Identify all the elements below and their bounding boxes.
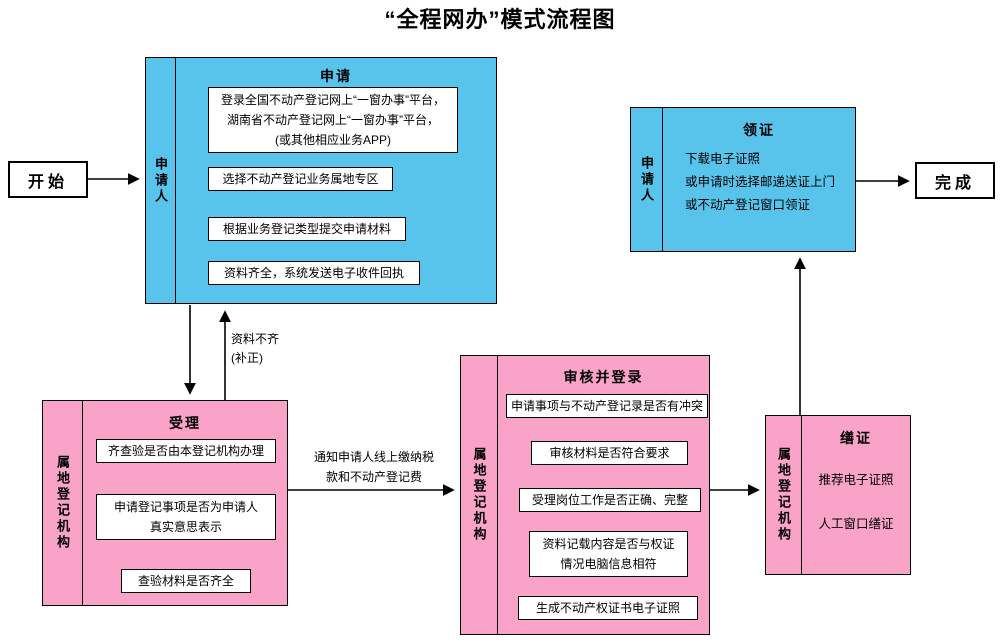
issue-node: 属地登记机构 缮证 推荐电子证照 人工窗口缮证: [765, 415, 911, 575]
receive-side-label: 申请人: [639, 155, 654, 204]
accept-step-materials-complete: 查验材料是否齐全: [121, 569, 251, 593]
apply-title: 申请: [320, 68, 352, 84]
step-line: 查验材料是否齐全: [137, 574, 234, 588]
review-step-acceptance-correct: 受理岗位工作是否正确、完整: [519, 488, 701, 512]
issue-side-label: 属地登记机构: [776, 447, 791, 543]
step-line: 齐查验是否由本登记机构办理: [107, 444, 264, 458]
step-line: 审核材料是否符合要求: [549, 446, 670, 460]
receive-title: 领证: [743, 122, 775, 138]
step-line: 根据业务登记类型提交申请材料: [222, 222, 391, 236]
step-line: 申请事项与不动产登记录是否有冲突: [510, 399, 703, 413]
accept-side-label: 属地登记机构: [55, 455, 70, 551]
review-step-conflict: 申请事项与不动产登记录是否有冲突: [506, 394, 708, 418]
apply-node: 申请人 申请 登录全国不动产登记网上“一窗办事”平台， 湖南省不动产登记网上“一…: [145, 57, 497, 304]
step-line: 生成不动产权证书电子证照: [535, 601, 680, 615]
apply-side-strip: 申请人: [146, 58, 176, 303]
apply-step-login: 登录全国不动产登记网上“一窗办事”平台， 湖南省不动产登记网上“一窗办事”平台，…: [208, 87, 458, 153]
page-title: “全程网办”模式流程图: [384, 7, 616, 32]
step-line: 登录全国不动产登记网上“一窗办事”平台，: [221, 93, 445, 107]
receive-line-download: 下载电子证照: [685, 152, 761, 166]
apply-step-submit-materials: 根据业务登记类型提交申请材料: [208, 217, 406, 241]
step-line: 情况电脑信息相符: [560, 557, 657, 571]
apply-side-label: 申请人: [153, 156, 168, 205]
review-side-strip: 属地登记机构: [461, 356, 498, 634]
label-incomplete-line1: 资料不齐: [231, 332, 280, 346]
step-line: 湖南省不动产登记网上“一窗办事”平台，: [227, 113, 439, 127]
issue-title: 缮证: [840, 430, 872, 446]
label-incomplete-line2: (补正): [231, 351, 263, 365]
receive-line-mail: 或申请时选择邮递送证上门: [685, 175, 836, 189]
receive-node: 申请人 领证 下载电子证照 或申请时选择邮递送证上门 或不动产登记窗口领证: [630, 107, 856, 252]
step-line: 资料记载内容是否与权证: [542, 537, 675, 551]
label-notify-line2: 款和不动产登记费: [325, 470, 422, 484]
issue-line-ecert: 推荐电子证照: [818, 473, 894, 487]
receive-side-strip: 申请人: [631, 108, 663, 251]
accept-node: 属地登记机构 受理 齐查验是否由本登记机构办理 申请登记事项是否为申请人 真实意…: [42, 400, 288, 606]
start-node: 开始: [8, 161, 88, 198]
label-incomplete: 资料不齐 (补正): [231, 330, 279, 368]
receive-line-window: 或不动产登记窗口领证: [685, 198, 811, 212]
label-notify-line1: 通知申请人线上缴纳税: [313, 450, 434, 464]
accept-step-true-intent: 申请登记事项是否为申请人 真实意思表示: [96, 494, 276, 540]
review-title: 审核并登录: [563, 369, 644, 385]
label-notify-payment: 通知申请人线上缴纳税 款和不动产登记费: [296, 447, 452, 487]
accept-title: 受理: [169, 415, 201, 431]
finish-node: 完成: [915, 162, 995, 199]
review-node: 属地登记机构 审核并登录 申请事项与不动产登记录是否有冲突 审核材料是否符合要求…: [460, 355, 710, 635]
accept-step-check-agency: 齐查验是否由本登记机构办理: [96, 439, 276, 463]
review-step-records-match: 资料记载内容是否与权证 情况电脑信息相符: [529, 531, 688, 577]
step-line: 选择不动产登记业务属地专区: [222, 172, 379, 186]
review-side-label: 属地登记机构: [471, 447, 487, 543]
step-line: 申请登记事项是否为申请人: [113, 500, 258, 514]
receive-options: 下载电子证照 或申请时选择邮递送证上门 或不动产登记窗口领证: [685, 148, 835, 217]
issue-line-window: 人工窗口缮证: [818, 517, 894, 531]
step-line: 资料齐全，系统发送电子收件回执: [223, 266, 404, 280]
step-line: 真实意思表示: [149, 520, 222, 534]
issue-side-strip: 属地登记机构: [766, 416, 802, 574]
step-line: (或其他相应业务APP): [274, 133, 391, 147]
review-step-generate-cert: 生成不动产权证书电子证照: [518, 596, 698, 620]
accept-side-strip: 属地登记机构: [43, 401, 83, 605]
review-step-materials: 审核材料是否符合要求: [531, 441, 688, 465]
step-line: 受理岗位工作是否正确、完整: [531, 493, 688, 507]
apply-step-receipt: 资料齐全，系统发送电子收件回执: [208, 261, 420, 285]
apply-step-select-zone: 选择不动产登记业务属地专区: [208, 167, 393, 191]
